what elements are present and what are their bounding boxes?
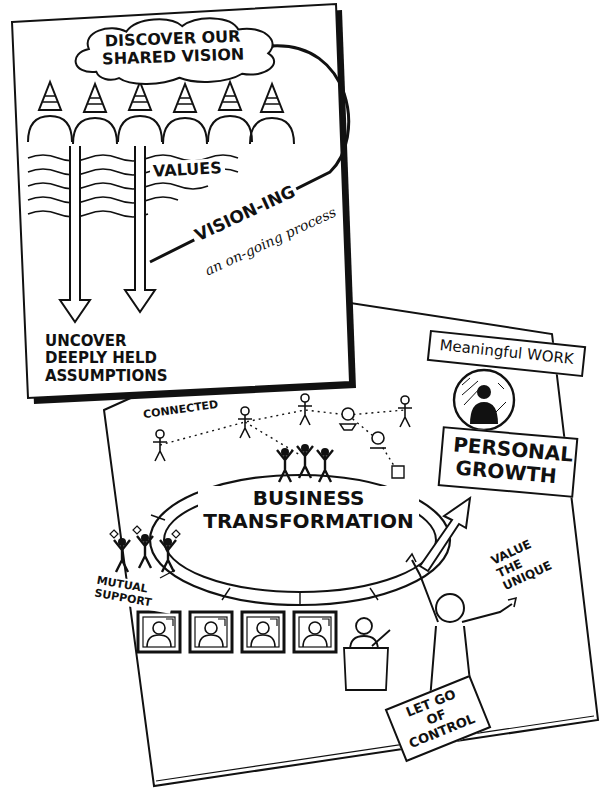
banner: Meaningful WORK (427, 330, 586, 377)
cloud-path (74, 15, 274, 86)
transformation-label: BUSINESS TRANSFORMATION (198, 486, 419, 534)
unique-label: VALUE THE UNIQUE (486, 528, 566, 596)
values-label: VALUES (150, 158, 226, 182)
ribbon: LET GO OF CONTROL (385, 675, 492, 762)
node-text: Meaningful WORK (438, 337, 576, 368)
vision-cloud: DISCOVER OUR SHARED VISION (61, 10, 287, 89)
node-text: DISCOVER OUR SHARED VISION (97, 27, 248, 69)
assumptions-label: UNCOVER DEEPLY HELD ASSUMPTIONS (42, 332, 178, 386)
support-label: MUTUAL SUPPORT (90, 573, 175, 614)
node-text: LET GO OF CONTROL (396, 684, 478, 752)
connected-label: CONNECTED (139, 397, 222, 423)
banner: PERSONAL GROWTH (438, 426, 579, 498)
node-text: PERSONAL GROWTH (450, 433, 564, 488)
